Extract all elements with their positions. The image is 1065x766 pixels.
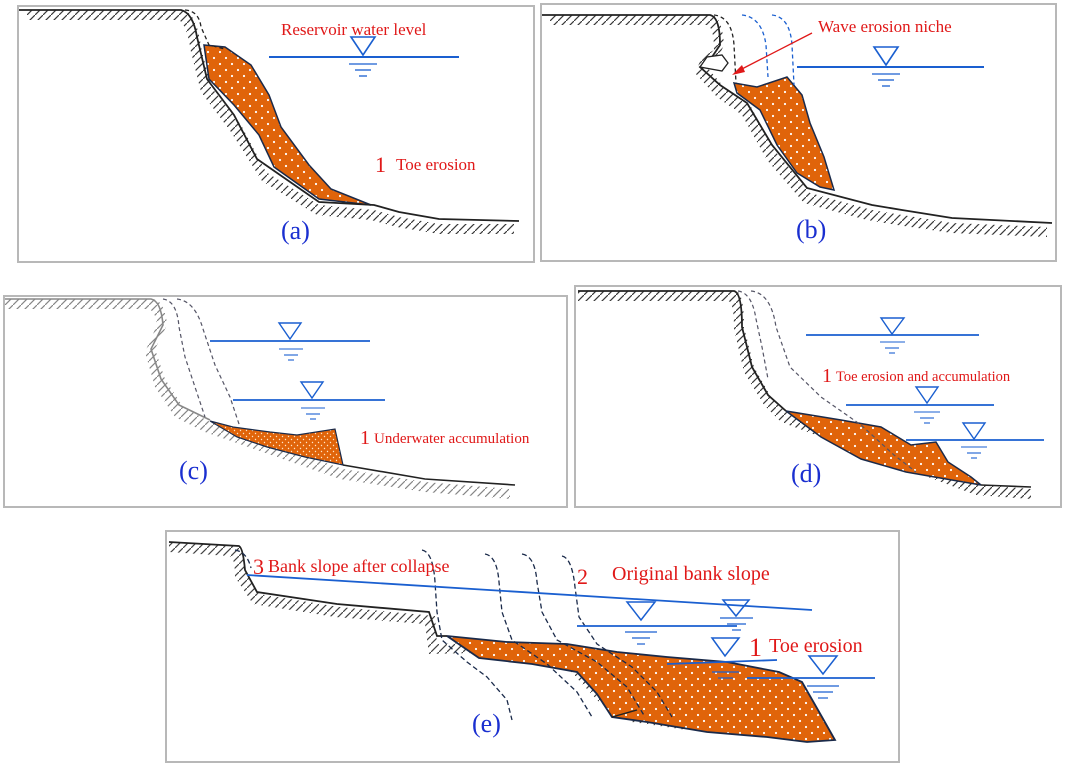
- panel-d-label: (d): [791, 459, 821, 488]
- deposit-mass: [209, 420, 344, 466]
- label-toe-erosion: Toe erosion: [396, 155, 476, 174]
- water-triangle-icon-4: [807, 655, 839, 676]
- label-number-1: 1: [375, 152, 386, 177]
- water-triangle-icon: [277, 322, 303, 341]
- panel-e-diagram: 3 Bank slope after collapse 2 Original b…: [168, 541, 875, 743]
- panel-e: 3 Bank slope after collapse 2 Original b…: [165, 530, 900, 763]
- panel-c-diagram: 1 Underwater accumulation (c): [5, 298, 530, 499]
- panel-e-label: (e): [472, 709, 501, 738]
- ground-hatch: [550, 15, 1047, 237]
- water-triangle-icon-1: [879, 317, 906, 336]
- collapse-profile-dashed: [176, 298, 241, 428]
- panel-c-label: (c): [179, 456, 208, 485]
- ground-hatch: [5, 299, 510, 499]
- ground-hatch: [169, 542, 687, 730]
- ground-profile: [542, 14, 1053, 224]
- niche-arrow: [737, 32, 813, 72]
- water-triangle-icon-2: [914, 386, 940, 405]
- water-line-sloped: [246, 574, 813, 611]
- ground-profile-lower: [611, 709, 638, 718]
- ground-profile-lower: [342, 464, 516, 486]
- original-profile-dashed: [737, 290, 769, 380]
- water-triangle-icon-2: [721, 599, 751, 618]
- panel-d-diagram: 1 Toe erosion and accumulation (d): [578, 290, 1044, 499]
- water-triangle-icon-2: [299, 381, 325, 400]
- label-number-2: 2: [577, 564, 588, 589]
- water-triangle-icon-3: [710, 637, 741, 658]
- collapse-profile-dashed-2: [521, 553, 646, 718]
- original-profile-dashed: [713, 14, 737, 84]
- label-reservoir-water-level: Reservoir water level: [281, 20, 427, 39]
- collapse-profile-dashed-4: [234, 549, 252, 569]
- panel-a-label: (a): [281, 216, 310, 245]
- label-number-3: 3: [253, 554, 264, 579]
- label-number-1: 1: [749, 633, 762, 662]
- ground-profile-lower: [980, 484, 1032, 488]
- collapse-profile-dashed-2: [771, 14, 795, 86]
- collapse-profile-dashed: [484, 553, 593, 718]
- label-number-1: 1: [822, 365, 832, 387]
- water-line-2: [666, 659, 778, 665]
- ground-profile: [168, 541, 447, 637]
- deposit-mass: [785, 410, 982, 486]
- water-triangle-icon: [349, 36, 377, 57]
- ground-profile: [19, 9, 520, 222]
- niche-outline: [698, 54, 729, 72]
- deposit-mass: [732, 76, 836, 191]
- arrow-head-icon: [732, 65, 745, 75]
- label-toe-erosion: Toe erosion: [769, 635, 863, 657]
- ground-profile: [5, 298, 211, 421]
- panel-b: Wave erosion niche (b): [540, 3, 1057, 262]
- label-bank-slope-after-collapse: Bank slope after collapse: [268, 556, 449, 576]
- deposit-mass: [203, 44, 372, 206]
- label-underwater-accumulation: Underwater accumulation: [374, 431, 530, 447]
- water-triangle-icon-3: [961, 422, 987, 441]
- water-triangle-icon-1: [625, 601, 657, 622]
- original-profile-dashed: [162, 298, 206, 418]
- ground-profile: [578, 290, 787, 412]
- label-wave-erosion-niche: Wave erosion niche: [818, 17, 952, 36]
- panel-b-diagram: Wave erosion niche (b): [542, 14, 1053, 244]
- panel-b-label: (b): [796, 215, 826, 244]
- original-profile-dashed: [421, 549, 513, 721]
- panel-a-diagram: Reservoir water level 1 Toe erosion (a): [19, 9, 520, 245]
- panel-c: 1 Underwater accumulation (c): [3, 295, 568, 508]
- collapse-profile-dashed: [741, 14, 769, 78]
- label-original-bank-slope: Original bank slope: [612, 563, 770, 585]
- panel-a: Reservoir water level 1 Toe erosion (a): [17, 5, 535, 263]
- water-triangle-icon: [872, 46, 900, 67]
- original-profile-dashed: [184, 9, 226, 50]
- collapse-profile-dashed: [750, 290, 917, 473]
- label-number-1: 1: [360, 427, 370, 449]
- collapse-profile-dashed-3: [561, 555, 673, 718]
- panel-d: 1 Toe erosion and accumulation (d): [574, 285, 1062, 508]
- label-toe-erosion-accumulation: Toe erosion and accumulation: [836, 369, 1011, 385]
